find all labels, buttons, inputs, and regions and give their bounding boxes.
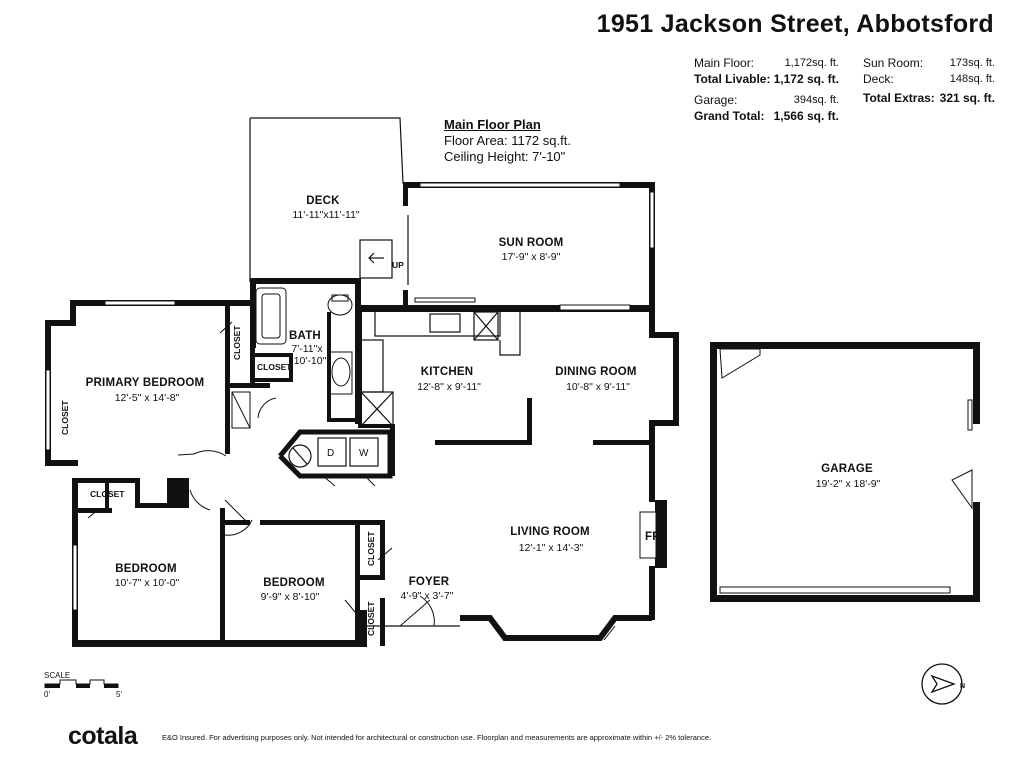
washer-label: W [359,448,369,459]
dining-room-label: DINING ROOM [555,366,636,378]
main-house-walls [45,278,679,647]
living-room-label: LIVING ROOM [510,526,590,538]
closet-label-foyer: CLOSET [366,601,376,636]
foyer-label: FOYER [409,576,450,588]
main-floor-label: Main Floor: [694,56,755,70]
deck-stairs-up-label: UP [392,260,404,270]
deck-dims: 11'-11"x11'-11" [292,209,360,221]
living-room-dims: 12'-1" x 14'-3" [519,542,584,554]
doors [87,321,435,627]
garage-label: GARAGE [821,463,873,475]
primary-bedroom-dims: 12'-5" x 14'-8" [115,392,180,404]
total-extras-value: 321 sq. ft. [939,91,995,105]
bedroom-1-dims: 10'-7" x 10'-0" [115,577,180,589]
plan-floor-area: Floor Area: 1172 sq.ft. [444,133,571,148]
garage-walls [710,342,980,602]
area-row-garage: Garage: 394sq. ft. [694,92,839,108]
total-livable-label: Total Livable: [694,72,771,86]
sun-room-area-value: 173sq. ft. [949,57,995,69]
kitchen-label: KITCHEN [421,366,474,378]
grand-total-label: Grand Total: [694,109,765,123]
area-summary-right: Sun Room: 173sq. ft. Deck: 148sq. ft. To… [863,55,995,106]
scale-label: SCALE [44,671,71,680]
closet-label-bath: CLOSET [257,362,292,372]
closet-label-west: CLOSET [60,400,70,435]
garage-dims: 19'-2" x 18'-9" [816,478,881,490]
scale-bar [44,679,119,688]
interior-walls [72,306,649,646]
sun-room-dims: 17'-9" x 8'-9" [502,251,561,263]
area-row-sun-room: Sun Room: 173sq. ft. [863,55,995,71]
bath-label: BATH [289,330,321,342]
scale-start: 0' [44,690,50,699]
grand-total-value: 1,566 sq. ft. [773,109,839,123]
foyer-dims: 4'-9" x 3'-7" [401,590,454,602]
area-row-main-floor: Main Floor: 1,172sq. ft. [694,55,839,71]
area-row-total-livable: Total Livable: 1,172 sq. ft. [694,71,839,87]
plan-heading: Main Floor Plan [444,117,541,132]
north-arrow-icon: N [921,663,965,705]
closet-label-bedroom-1: CLOSET [90,489,125,499]
bath-dims-1: 7'-11"x [291,343,323,355]
area-row-total-extras: Total Extras: 321 sq. ft. [863,90,995,106]
plan-info: Main Floor Plan Floor Area: 1172 sq.ft. … [444,117,571,165]
fireplace-label: FP [645,531,660,543]
deck-area-value: 148sq. ft. [949,73,995,85]
area-summary-left: Main Floor: 1,172sq. ft. Total Livable: … [694,55,839,124]
brand-logo: cotala [68,722,138,750]
page-title: 1951 Jackson Street, Abbotsford [596,10,994,38]
garage-area-value: 394sq. ft. [793,94,839,106]
bath-dims-2: 10'-10" [294,355,327,367]
garage-area-label: Garage: [694,93,738,107]
kitchen-dims: 12'-8" x 9'-11" [417,381,481,393]
total-extras-label: Total Extras: [863,91,935,105]
dining-room-dims: 10'-8" x 9'-11" [566,381,630,393]
bedroom-2-label: BEDROOM [263,577,324,589]
bedroom-1-label: BEDROOM [115,563,176,575]
total-livable-value: 1,172 sq. ft. [773,72,839,86]
area-row-deck: Deck: 148sq. ft. [863,71,995,87]
deck-label: DECK [306,195,340,207]
sun-room-area-label: Sun Room: [863,56,924,70]
bedroom-2-dims: 9'-9" x 8'-10" [261,591,320,603]
deck-area-label: Deck: [863,72,894,86]
closet-label-bedroom-2: CLOSET [366,531,376,566]
plan-ceiling-height: Ceiling Height: 7'-10" [444,149,566,164]
area-row-grand-total: Grand Total: 1,566 sq. ft. [694,108,839,124]
compass-north-label: N [960,683,965,690]
disclaimer-text: E&O Insured. For advertising purposes on… [162,733,712,742]
main-floor-value: 1,172sq. ft. [784,57,839,69]
sun-room-walls [403,182,655,312]
primary-bedroom-label: PRIMARY BEDROOM [86,377,205,389]
bath-fixtures [255,287,353,395]
dishwasher-label: D [327,448,334,459]
closet-label-primary: CLOSET [232,325,242,360]
sun-room-label: SUN ROOM [499,237,564,249]
scale-end: 5' [116,690,122,699]
